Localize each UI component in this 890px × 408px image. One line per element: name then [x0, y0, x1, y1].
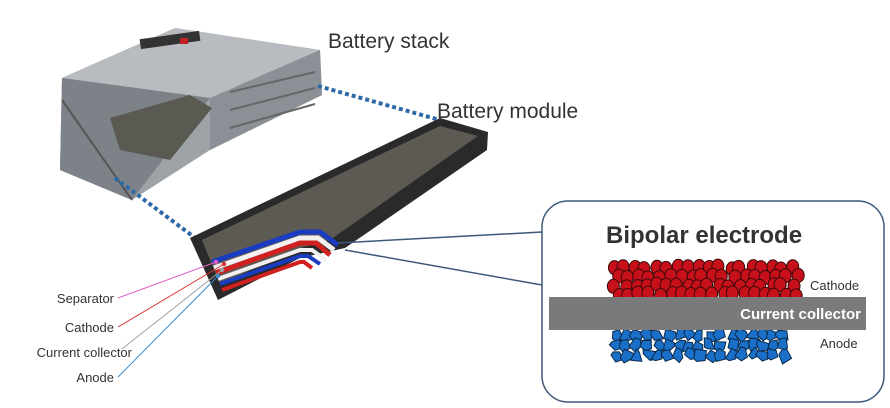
anode-particle [693, 348, 708, 363]
anode-particle [776, 337, 789, 351]
anode-particle [629, 347, 643, 362]
anode-particle [727, 337, 740, 351]
dotted-connector [113, 176, 200, 242]
anode-particle [650, 329, 665, 341]
anode-particles [608, 327, 793, 365]
callout-line [337, 231, 543, 244]
anode-particle [778, 348, 793, 365]
cathode-particle [773, 276, 787, 292]
leader-dot [219, 267, 225, 273]
layer-label-separator: Separator [57, 291, 115, 306]
anode-particle [766, 347, 779, 361]
anode-particle [756, 327, 769, 342]
current-collector-bar [549, 297, 866, 330]
battery-module-label: Battery module [437, 100, 578, 123]
battery-stack-label: Battery stack [328, 30, 450, 53]
leader-dot [215, 273, 221, 279]
anode-particle [660, 349, 675, 362]
anode-particle [672, 346, 684, 364]
bipolar-electrode-title: Bipolar electrode [606, 222, 802, 249]
anode-particle [734, 346, 749, 362]
cathode-particles [606, 258, 805, 304]
leader-dot [213, 259, 219, 265]
leader-line [121, 269, 223, 350]
leader-line [117, 263, 225, 328]
leader-dot [221, 261, 227, 267]
anode-particle [650, 348, 663, 362]
dotted-connector [317, 84, 441, 122]
leader-line [117, 275, 219, 378]
anode-particle [683, 346, 696, 361]
battery-module-image [190, 118, 488, 300]
anode-particle [703, 337, 716, 350]
layer-label-cathode: Cathode [65, 320, 114, 335]
anode-particle [610, 351, 625, 363]
anode-particle [683, 328, 697, 342]
current-collector-label: Current collector [740, 306, 861, 323]
leader-line [117, 261, 217, 299]
cathode-label: Cathode [810, 278, 859, 293]
callout-line [344, 249, 543, 286]
anode-label: Anode [820, 336, 858, 351]
layer-label-current-collector: Current collector [37, 345, 133, 360]
anode-particle [713, 347, 726, 362]
layer-label-anode: Anode [76, 370, 114, 385]
battery-stack-image [60, 28, 322, 201]
